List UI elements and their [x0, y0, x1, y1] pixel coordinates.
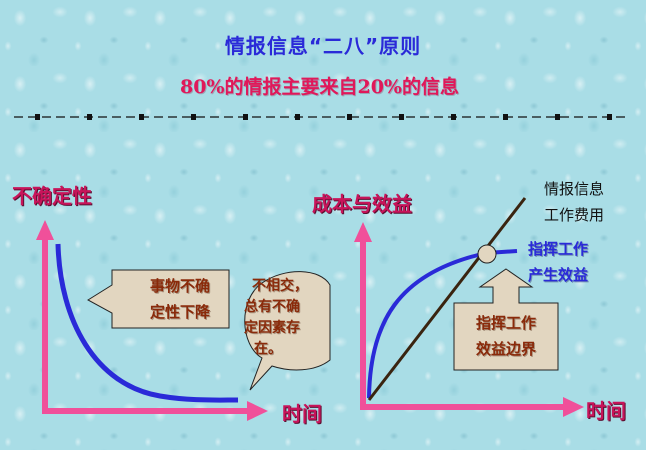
bubble-line: 在。	[254, 341, 282, 357]
benefit-curve	[367, 249, 518, 399]
left-y-axis-label: 不确定性	[12, 184, 92, 208]
callout-line: 指挥工作	[475, 314, 536, 332]
slide-subtitle: 80%的情报主要来自20%的信息	[180, 76, 459, 98]
left-x-axis-arrow	[42, 401, 268, 421]
bubble-line: 不相交，	[252, 278, 308, 294]
callout-line: 效益边界	[475, 340, 536, 358]
right-x-axis-label: 时间	[586, 399, 626, 423]
cost-line	[367, 197, 527, 401]
right-x-axis-arrow	[360, 397, 584, 417]
left-arrow-callout-shape	[87, 269, 230, 329]
right-arrow-callout-shape	[453, 268, 559, 371]
bubble-line: 总有不确	[244, 299, 300, 315]
legend-line: 产生效益	[528, 266, 589, 284]
legend-line: 情报信息	[543, 180, 604, 198]
speech-bubble-shape	[244, 271, 331, 391]
speech-bubble-text: 不相交， 总有不确 定因素存 在。	[244, 276, 334, 360]
right-y-axis-label: 成本与效益	[312, 192, 412, 216]
legend-line: 指挥工作	[528, 240, 589, 258]
right-arrow-callout-text: 指挥工作 效益边界	[456, 310, 556, 362]
callout-line: 定性下降	[149, 303, 210, 321]
slide-title: 情报信息“二八”原则	[224, 34, 422, 58]
bubble-line: 定因素存	[244, 320, 300, 336]
cost-line-label: 情报信息 工作费用	[522, 176, 604, 228]
benefit-curve-label: 指挥工作 产生效益	[528, 236, 618, 288]
right-y-axis-arrow	[354, 222, 372, 410]
left-arrow-callout-text: 事物不确 定性下降	[134, 273, 226, 325]
uncertainty-curve	[55, 243, 239, 403]
intersection-point	[477, 244, 497, 264]
dashed-divider	[14, 114, 630, 120]
callout-line: 事物不确	[149, 277, 210, 295]
legend-line: 工作费用	[543, 206, 604, 224]
left-x-axis-label: 时间	[282, 402, 322, 426]
left-y-axis-arrow	[36, 220, 54, 412]
